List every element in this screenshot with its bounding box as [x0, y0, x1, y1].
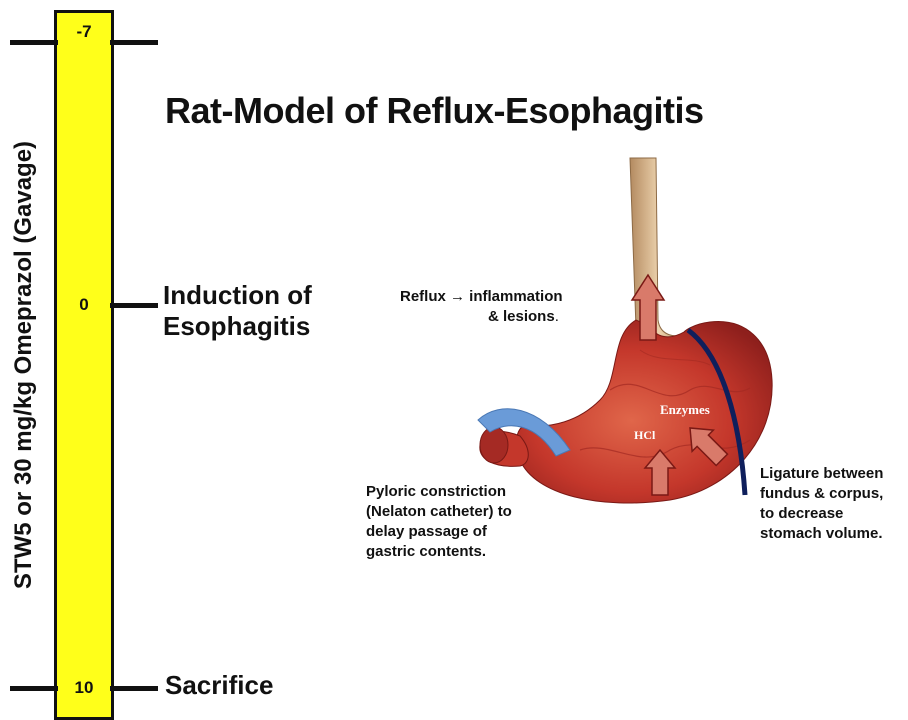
tick-label-minus-7: -7 [54, 22, 114, 42]
pyloric-line-2: (Nelaton catheter) to [366, 502, 512, 522]
tick-line-10-right [110, 686, 158, 691]
tick-line-minus-7 [10, 40, 58, 45]
ligature-line-3: to decrease [760, 504, 883, 524]
reflux-annotation: Reflux → inflammation & lesions. [400, 287, 563, 327]
timeline-axis-label: STW5 or 30 mg/kg Omeprazol (Gavage) [10, 141, 38, 589]
ligature-line-2: fundus & corpus, [760, 484, 883, 504]
reflux-line-1: Reflux → inflammation [400, 287, 563, 307]
pyloric-line-1: Pyloric constriction [366, 482, 512, 502]
hcl-label: HCl [634, 428, 655, 443]
reflux-line-2-main: & lesions [488, 308, 555, 325]
tick-line-10-left [10, 686, 58, 691]
reflux-line-2: & lesions. [400, 307, 563, 327]
event-induction-line-2: Esophagitis [163, 311, 312, 342]
reflux-line-2-suffix: . [555, 308, 559, 325]
duodenum-opening [480, 427, 508, 463]
pyloric-annotation: Pyloric constriction (Nelaton catheter) … [366, 482, 512, 562]
ligature-line-1: Ligature between [760, 464, 883, 484]
event-sacrifice: Sacrifice [165, 670, 273, 701]
stomach-illustration [460, 150, 780, 510]
enzymes-label: Enzymes [660, 402, 710, 418]
tick-line-0 [110, 303, 158, 308]
pyloric-line-4: gastric contents. [366, 542, 512, 562]
tick-line-minus-7-right [110, 40, 158, 45]
page-title: Rat-Model of Reflux-Esophagitis [165, 90, 704, 132]
tick-label-10: 10 [54, 678, 114, 698]
ligature-line-4: stomach volume. [760, 524, 883, 544]
pyloric-line-3: delay passage of [366, 522, 512, 542]
ligature-annotation: Ligature between fundus & corpus, to dec… [760, 464, 883, 544]
event-induction-line-1: Induction of [163, 280, 312, 311]
timeline-bar [54, 10, 114, 720]
tick-label-0: 0 [54, 295, 114, 315]
event-induction: Induction of Esophagitis [163, 280, 312, 342]
